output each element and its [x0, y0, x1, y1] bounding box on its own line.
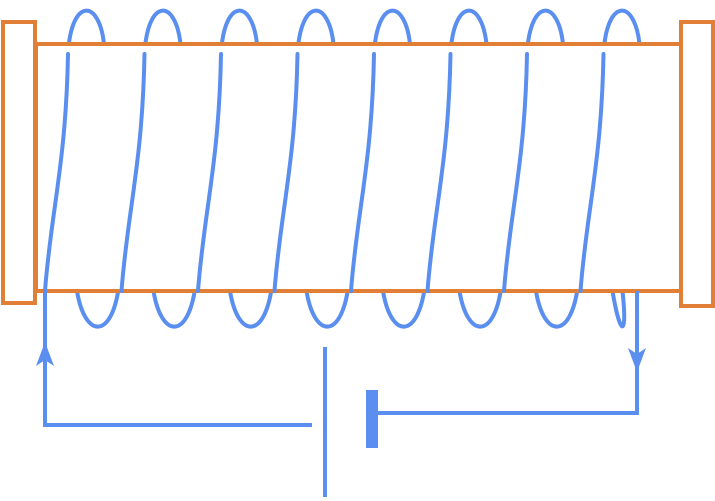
coil-turn-bottom-loop	[75, 279, 122, 329]
coil-turn-front-strand	[349, 52, 376, 293]
coil-turn-top-arch	[142, 8, 183, 56]
coil-turn-front-strand	[502, 52, 529, 293]
right-lead-arrow-icon	[628, 348, 646, 372]
right-lead-wire	[378, 291, 639, 415]
coil-turn-front-strand	[196, 52, 223, 293]
coil-turn-bottom-loop	[151, 279, 198, 329]
left-lead-wire	[43, 291, 312, 427]
coil-front-windings	[43, 52, 606, 293]
core-right-end-cap	[679, 20, 715, 308]
coil-turn-bottom-loop	[381, 279, 428, 329]
coil-turn-bottom-loop	[304, 279, 351, 329]
coil-turn-top-arch	[448, 8, 489, 56]
circuit-wiring	[43, 291, 639, 427]
coil-turn-top-arch	[601, 8, 642, 56]
coil-turn-top-arch	[295, 8, 336, 56]
coil-turn-bottom-loop	[534, 279, 581, 329]
left-lead-arrow-icon	[36, 342, 54, 366]
battery-short-plate	[366, 390, 378, 448]
core-left-end-cap	[1, 20, 37, 305]
coil-turn-top-arch	[525, 8, 565, 56]
coil-turn-front-strand	[578, 52, 606, 293]
coil-turn-top-arch	[66, 8, 106, 56]
coil-turn-front-strand	[272, 52, 300, 293]
coil-turn-bottom-loop	[457, 279, 504, 329]
coil-turn-bottom-loop	[228, 279, 275, 329]
coil-turn-top-arch	[372, 8, 412, 56]
coil-turn-front-strand	[119, 52, 147, 293]
coil-turn-bottom-loop	[610, 277, 627, 329]
coil-turn-top-arch	[219, 8, 259, 56]
coil-turn-front-strand	[43, 52, 70, 293]
coil-turn-front-strand	[425, 52, 453, 293]
coil-back-windings	[66, 8, 642, 329]
